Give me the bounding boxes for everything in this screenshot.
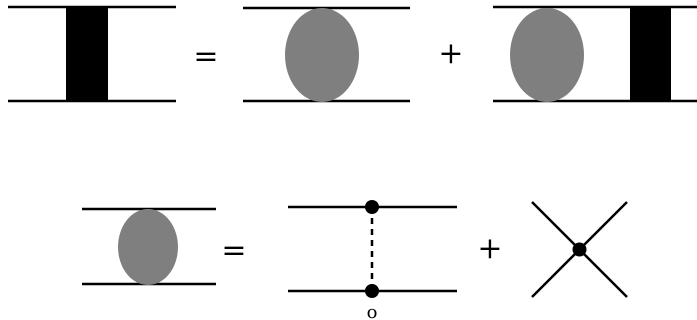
- contact-vertex-dot: [572, 242, 587, 257]
- kernel-diagram: [82, 207, 216, 286]
- top-equation: = +: [8, 5, 697, 103]
- plus-sign: +: [477, 231, 502, 266]
- vertex-label: o: [367, 302, 378, 320]
- equals-sign: =: [221, 233, 246, 268]
- kernel-blob: [510, 8, 584, 102]
- kernel-blob: [285, 8, 359, 102]
- lower-vertex-dot: [365, 284, 379, 298]
- bottom-equation: = o +: [82, 200, 628, 320]
- equals-sign: =: [193, 39, 218, 74]
- contact-vertex-diagram: [531, 201, 628, 298]
- upper-vertex-dot: [365, 200, 379, 214]
- full-amplitude-block: [630, 7, 671, 101]
- plus-sign: +: [438, 36, 463, 71]
- kernel-times-amplitude-diagram: [493, 5, 697, 103]
- full-amplitude-block: [66, 7, 108, 101]
- exchange-diagram: o: [288, 200, 457, 320]
- kernel-blob: [118, 209, 178, 285]
- kernel-diagram: [243, 6, 410, 103]
- full-amplitude-diagram: [8, 5, 176, 103]
